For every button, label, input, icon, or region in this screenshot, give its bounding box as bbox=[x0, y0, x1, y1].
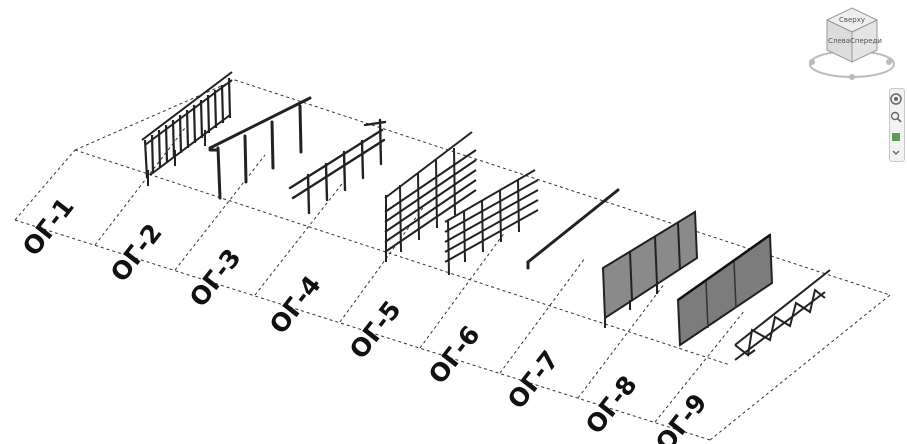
railing-tag-7[interactable]: ОГ-7 bbox=[502, 345, 565, 414]
railing-model-9[interactable] bbox=[734, 269, 831, 361]
grid-divider bbox=[94, 127, 186, 246]
layout-grid bbox=[14, 79, 891, 441]
railing-tags: ОГ-1 ОГ-2 ОГ-3 ОГ-4 ОГ-5 ОГ-6 ОГ-7 ОГ-8 … bbox=[17, 192, 713, 444]
viewcube-compass-south-marker[interactable] bbox=[849, 74, 855, 80]
grid-divider bbox=[254, 179, 346, 296]
viewcube-face-front[interactable] bbox=[851, 19, 878, 63]
navigation-bar bbox=[889, 88, 905, 162]
railing-model-7[interactable] bbox=[601, 210, 699, 328]
railing-model-3[interactable] bbox=[288, 118, 387, 215]
viewcube-compass-east-marker[interactable] bbox=[886, 59, 892, 65]
railing-model-5[interactable] bbox=[444, 169, 539, 276]
viewcube-compass-west-marker[interactable] bbox=[809, 59, 815, 65]
zoom-icon[interactable] bbox=[890, 111, 902, 123]
grid-inner-line bbox=[74, 149, 731, 366]
railing-tag-8[interactable]: ОГ-8 bbox=[580, 370, 643, 439]
viewcube[interactable]: Сверху Слева Спереди bbox=[809, 7, 895, 80]
viewcube-top-label: Сверху bbox=[839, 16, 865, 24]
pan-icon[interactable] bbox=[890, 131, 902, 143]
railing-tag-4[interactable]: ОГ-4 bbox=[264, 270, 327, 339]
railing-model-8[interactable] bbox=[676, 233, 774, 347]
railing-tag-2[interactable]: ОГ-2 bbox=[105, 218, 168, 287]
viewcube-front-label: Спереди bbox=[850, 37, 882, 45]
railing-tag-6[interactable]: ОГ-6 bbox=[423, 320, 486, 389]
steering-wheel-icon[interactable] bbox=[890, 93, 902, 105]
grid-back-edge bbox=[234, 79, 891, 296]
railing-model-2[interactable] bbox=[208, 96, 312, 200]
grid-right-end bbox=[709, 294, 891, 441]
grid-front-edge bbox=[14, 219, 711, 441]
grid-divider bbox=[174, 154, 266, 271]
railing-tag-1[interactable]: ОГ-1 bbox=[17, 192, 80, 261]
railing-model-6[interactable] bbox=[526, 188, 620, 270]
railing-model-4[interactable] bbox=[384, 131, 477, 262]
railing-tag-3[interactable]: ОГ-3 bbox=[184, 243, 247, 312]
chevron-down-icon[interactable] bbox=[890, 147, 902, 159]
viewcube-left-label: Слева bbox=[828, 37, 850, 45]
railing-model-1[interactable] bbox=[141, 71, 233, 186]
grid-divider bbox=[577, 282, 666, 399]
railing-tag-5[interactable]: ОГ-5 bbox=[344, 295, 407, 364]
grid-back-edge-a bbox=[74, 79, 236, 151]
